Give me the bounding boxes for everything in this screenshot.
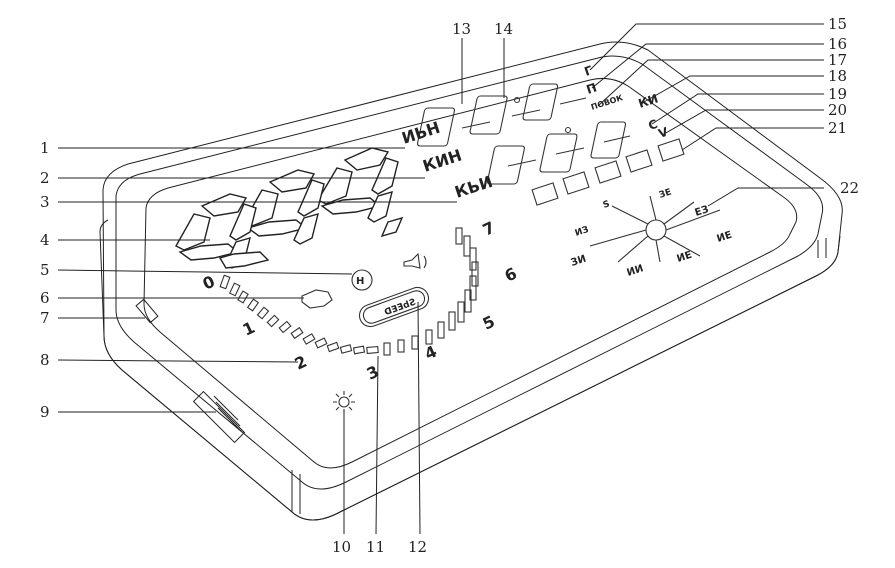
- unit-label-1: ИЬН: [399, 118, 442, 148]
- callout-15: 15: [828, 15, 847, 33]
- compass-label-7: ИИ: [626, 263, 645, 279]
- callout-13: 13: [452, 20, 471, 38]
- callout-11: 11: [366, 538, 385, 556]
- small-digits: [416, 83, 631, 185]
- callout-numbers: 1 2 3 4 5 6 7 8 9 10 11 12 13 14 15 16 1…: [40, 15, 859, 556]
- callout-14: 14: [494, 20, 513, 38]
- callout-17: 17: [828, 51, 847, 69]
- unit-label-2: КИН: [420, 145, 464, 175]
- callout-18: 18: [828, 67, 847, 85]
- brightness-icon: [333, 391, 355, 413]
- callout-5: 5: [40, 261, 50, 279]
- compass: [589, 195, 721, 263]
- scale-label-7: 7: [480, 218, 498, 240]
- compass-label-3: ИЗ: [574, 225, 590, 239]
- callout-12: 12: [408, 538, 427, 556]
- scale-label-3: 3: [364, 362, 382, 384]
- headlight-icon: H: [351, 269, 373, 291]
- scale-label-4: 4: [422, 342, 440, 364]
- leader-lines: [57, 23, 824, 535]
- compass-label-1: ЗЕ: [658, 187, 673, 200]
- scale-label-6: 6: [502, 264, 520, 286]
- callout-4: 4: [40, 231, 50, 249]
- compass-label-8: ИЕ: [676, 250, 694, 265]
- compass-label-4: ЕЗ: [694, 204, 711, 219]
- scale-label-2: 2: [292, 352, 310, 374]
- status-boxes: [531, 138, 685, 206]
- side-port: [135, 298, 159, 324]
- speed-badge: SbEED: [358, 286, 430, 328]
- callout-16: 16: [828, 35, 847, 53]
- compass-label-2: S: [602, 199, 611, 211]
- connector-slot: [192, 390, 246, 444]
- callout-19: 19: [828, 85, 847, 103]
- small-label-1: Г: [583, 63, 595, 79]
- callout-9: 9: [40, 403, 50, 421]
- speed-bar-arc: [219, 227, 479, 356]
- large-digits: [175, 147, 404, 269]
- callout-7: 7: [40, 309, 50, 327]
- callout-20: 20: [828, 101, 847, 119]
- scale-label-1: 1: [240, 318, 258, 340]
- device-body: [99, 41, 843, 521]
- callout-8: 8: [40, 351, 50, 369]
- scale-label-0: 0: [200, 272, 218, 294]
- svg-text:H: H: [356, 276, 364, 287]
- small-label-3: ПОВОК: [590, 93, 625, 112]
- callout-21: 21: [828, 119, 847, 137]
- small-label-2: П: [585, 80, 599, 96]
- engine-warning-icon: [301, 289, 333, 309]
- unit-label-3: КЬИ: [452, 172, 495, 202]
- callout-10: 10: [332, 538, 351, 556]
- compass-label-5: ИЕ: [716, 230, 734, 245]
- unit-labels: ИЬН КИН КЬИ: [399, 118, 495, 202]
- callout-6: 6: [40, 289, 50, 307]
- compass-labels: ЗЕ S ИЗ ЕЗ ИЕ ЗИ ИИ ИЕ: [570, 187, 734, 278]
- callout-22: 22: [840, 179, 859, 197]
- callout-1: 1: [40, 139, 50, 157]
- compass-label-6: ЗИ: [570, 254, 588, 269]
- small-label-6: V: [657, 124, 671, 140]
- callout-3: 3: [40, 193, 50, 211]
- callout-2: 2: [40, 169, 50, 187]
- scale-label-5: 5: [480, 312, 498, 334]
- speaker-icon: [403, 252, 427, 269]
